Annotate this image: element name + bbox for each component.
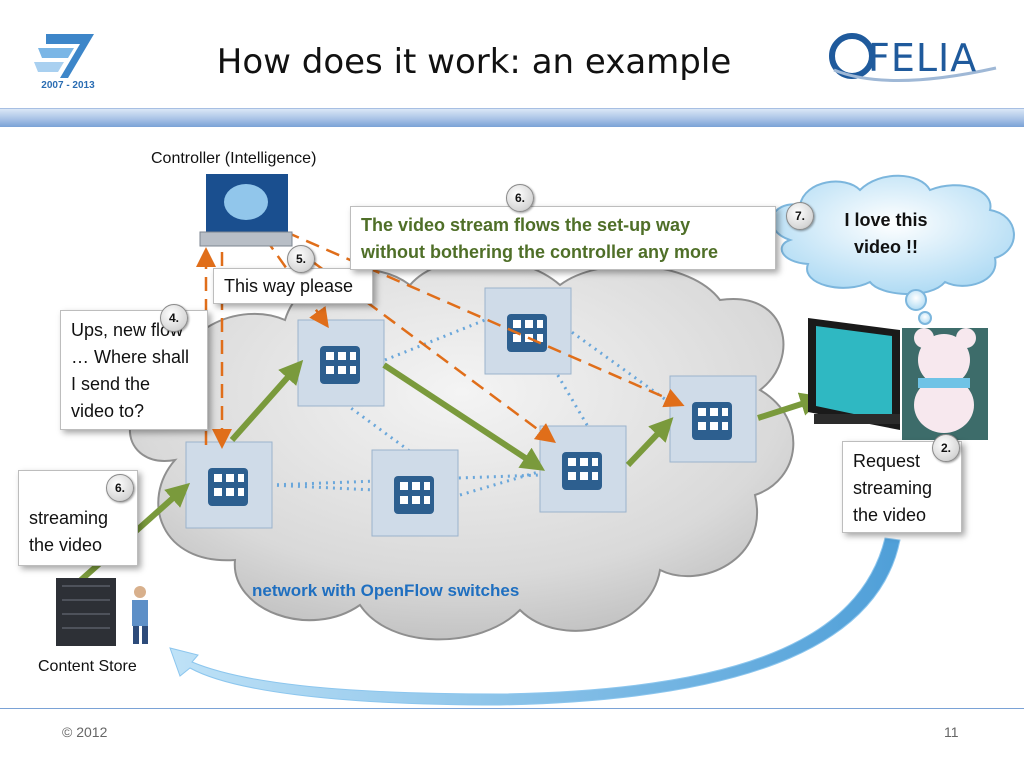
note-set-up-way: The video stream flows the set-up way wi… <box>350 206 776 270</box>
video-flow-arrows <box>70 359 825 591</box>
footer-copyright: © 2012 <box>62 724 108 740</box>
note-ups-text: Ups, new flow … Where shall I send the v… <box>71 320 190 421</box>
openflow-switch-1 <box>185 441 273 529</box>
openflow-switch-5 <box>539 425 627 513</box>
ofelia-logo: FELIA <box>828 30 1000 90</box>
step-badge-7: 7. <box>786 202 814 230</box>
step-badge-4: 4. <box>160 304 188 332</box>
page-title: How does it work: an example <box>216 42 732 82</box>
footer-divider <box>0 708 1024 709</box>
step-badge-2: 2. <box>932 434 960 462</box>
note-this-way: This way please <box>213 268 373 304</box>
note-request: Request streaming the video <box>842 441 962 533</box>
note-set-up-way-line1: The video stream flows the set-up way <box>361 215 691 235</box>
network-cloud <box>129 257 795 641</box>
controller-server <box>199 174 293 247</box>
teddy-bear <box>902 328 988 440</box>
request-swoosh-arrow <box>169 537 901 706</box>
openflow-switch-3 <box>484 287 572 375</box>
openflow-switch-4 <box>371 449 459 537</box>
openflow-switch-2 <box>297 319 385 407</box>
fp7-years: 2007 - 2013 <box>41 80 95 91</box>
content-store-server <box>56 578 148 646</box>
note-streaming-text: streaming the video <box>29 508 109 555</box>
fp7-logo: 2007 - 2013 <box>28 28 108 96</box>
bubble-text-line1: I love this <box>844 210 928 230</box>
ofelia-swoosh <box>829 33 997 83</box>
openflow-switch-6 <box>669 375 757 463</box>
network-label: network with OpenFlow switches <box>252 581 520 600</box>
step-badge-6a: 6. <box>106 474 134 502</box>
step-badge-6b: 6. <box>506 184 534 212</box>
ofelia-brand: FELIA <box>868 36 978 80</box>
page-number: 11 <box>944 724 959 740</box>
bubble-text: I love this video !! <box>826 207 946 261</box>
header-band <box>0 108 1024 127</box>
switch-links <box>269 318 681 497</box>
tv-screen <box>808 318 900 430</box>
note-request-text: Request streaming the video <box>853 451 933 525</box>
fp7-mark <box>34 34 94 78</box>
content-store-label: Content Store <box>38 658 137 675</box>
note-set-up-way-line2: without bothering the controller any mor… <box>361 242 719 262</box>
note-this-way-text: This way please <box>224 276 354 296</box>
bubble-text-line2: video !! <box>853 237 918 257</box>
controller-label: Controller (Intelligence) <box>151 150 317 167</box>
step-badge-5: 5. <box>287 245 315 273</box>
note-ups-new-flow: Ups, new flow … Where shall I send the v… <box>60 310 208 430</box>
thought-bubble <box>770 174 1015 325</box>
